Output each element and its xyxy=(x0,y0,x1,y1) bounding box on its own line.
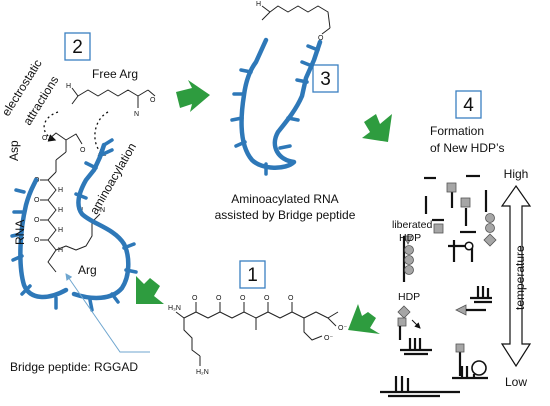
free-arg-molecule: H O N xyxy=(66,83,156,118)
svg-text:O: O xyxy=(240,295,246,302)
step-3-panel: 3 H O Aminoacylated RNA assisted by Brid… xyxy=(215,1,356,222)
svg-text:H: H xyxy=(66,83,71,90)
svg-text:O: O xyxy=(150,97,156,104)
rna-label: RNA xyxy=(13,220,27,245)
arg-label: Arg xyxy=(78,263,97,277)
liberated-label-line2: HDP xyxy=(399,232,421,244)
aminoacylation-label: aminoacylation xyxy=(87,140,139,216)
svg-text:O: O xyxy=(42,135,48,142)
free-arg-label: Free Arg xyxy=(92,67,138,81)
svg-text:H: H xyxy=(58,227,63,234)
liberated-label-line1: liberated xyxy=(392,219,432,231)
high-label: High xyxy=(504,167,529,181)
arrow-4-to-1 xyxy=(348,304,380,334)
formation-label-line1: Formation xyxy=(430,124,484,138)
step-2-number-box xyxy=(64,32,91,61)
electrostatic-arrow xyxy=(43,111,59,142)
svg-text:H₃N: H₃N xyxy=(168,305,181,312)
formation-label-line2: of New HDP’s xyxy=(430,141,504,155)
svg-text:H: H xyxy=(58,187,63,194)
step-1-number-box xyxy=(239,260,266,289)
hdp-fragments xyxy=(380,174,497,398)
arrow-1-to-2 xyxy=(136,276,164,304)
step-4-number: 4 xyxy=(463,95,474,116)
step-4-panel: 4 Formation of New HDP’s High Low temper… xyxy=(380,90,532,398)
svg-text:H: H xyxy=(58,247,63,254)
svg-text:H: H xyxy=(58,207,63,214)
attached-arg-molecule: H O xyxy=(256,1,331,42)
svg-text:O⁻: O⁻ xyxy=(324,335,333,342)
rna-strand-step3 xyxy=(239,37,323,170)
svg-text:O: O xyxy=(288,295,294,302)
temperature-label: temperature xyxy=(513,245,527,310)
svg-text:H: H xyxy=(256,1,261,8)
svg-text:O: O xyxy=(34,237,40,244)
svg-text:N: N xyxy=(100,207,105,214)
step-1-panel: 1 O O O O O H₃N H₂N O⁻ O⁻ xyxy=(168,260,347,376)
svg-text:O: O xyxy=(192,295,198,302)
svg-text:O: O xyxy=(34,197,40,204)
aminoacylated-label-line2: assisted by Bridge peptide xyxy=(215,208,356,222)
svg-text:H₂N: H₂N xyxy=(196,369,209,376)
step-2-number: 2 xyxy=(72,37,83,58)
hdp-label: HDP xyxy=(398,291,420,303)
bridge-peptide-pointer xyxy=(65,273,150,353)
low-label: Low xyxy=(505,375,527,389)
step-1-number: 1 xyxy=(247,265,258,286)
bridge-peptide-label: Bridge peptide: RGGAD xyxy=(10,360,138,374)
svg-text:N: N xyxy=(134,111,139,118)
asp-label: Asp xyxy=(7,140,21,161)
svg-text:O⁻: O⁻ xyxy=(338,325,347,332)
step-4-number-box xyxy=(455,90,482,119)
svg-text:O: O xyxy=(80,147,86,154)
bridge-peptide-backbone: O O O O H H H H xyxy=(34,171,63,273)
svg-text:O: O xyxy=(264,295,270,302)
arrow-3-to-4 xyxy=(362,114,392,142)
step-2-panel: 2 Free Arg electrostatic attractions H O… xyxy=(0,32,156,312)
asp-molecule: O O xyxy=(42,132,86,172)
step-3-number-box xyxy=(312,64,339,93)
svg-text:O: O xyxy=(318,35,324,42)
arrow-2-to-3 xyxy=(176,80,210,112)
svg-text:O: O xyxy=(216,295,222,302)
step-3-number: 3 xyxy=(320,69,331,90)
temperature-double-arrow xyxy=(500,184,532,368)
svg-text:O: O xyxy=(34,217,40,224)
aminoacylated-label-line1: Aminoacylated RNA xyxy=(231,192,338,206)
rggad-peptide-structure: O O O O O H₃N H₂N O⁻ O⁻ xyxy=(168,295,347,376)
